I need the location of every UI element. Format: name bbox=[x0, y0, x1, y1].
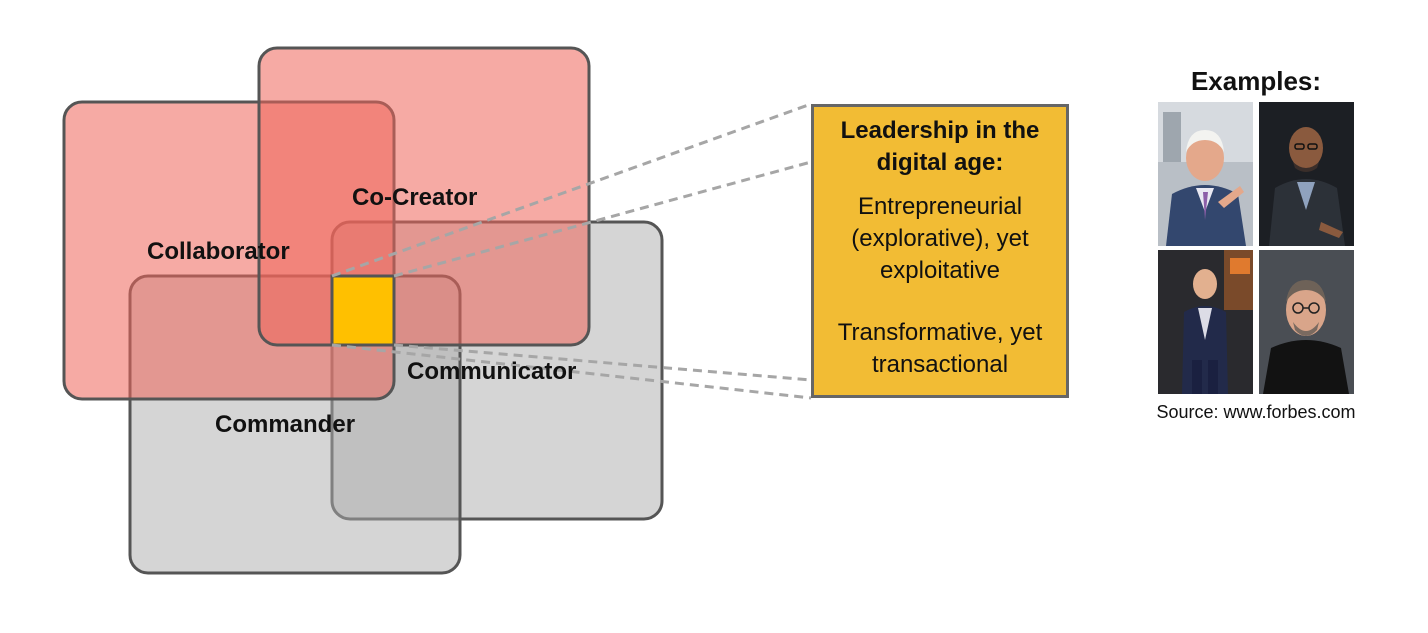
communicator-label: Communicator bbox=[407, 358, 577, 385]
leadership-callout-box: Leadership in the digital age: Entrepren… bbox=[811, 104, 1069, 398]
co-creator-label: Co-Creator bbox=[352, 184, 478, 211]
person-photo-4 bbox=[1259, 250, 1354, 394]
person-photo-2 bbox=[1259, 102, 1354, 246]
callout-connector-lines bbox=[331, 102, 812, 400]
connector-line-4 bbox=[393, 343, 812, 382]
person-photo-1 bbox=[1158, 102, 1253, 246]
source-note: Source: www.forbes.com bbox=[1156, 402, 1356, 422]
callout-point-1: Entrepreneurial (explorative), yet explo… bbox=[851, 193, 1029, 284]
collaborator-label: Collaborator bbox=[147, 238, 290, 265]
callout-title: Leadership in the digital age: bbox=[840, 117, 1040, 176]
center-overlap-square bbox=[330, 274, 396, 347]
examples-title: Examples: bbox=[1190, 66, 1322, 96]
person-photo-3 bbox=[1158, 250, 1253, 394]
callout-point-2: Transformative, yet transactional bbox=[837, 319, 1043, 378]
connector-line-1 bbox=[331, 102, 812, 278]
connector-line-3 bbox=[331, 343, 812, 400]
connector-line-2 bbox=[393, 160, 812, 278]
co-creator-square bbox=[257, 46, 591, 347]
commander-label: Commander bbox=[215, 411, 356, 438]
